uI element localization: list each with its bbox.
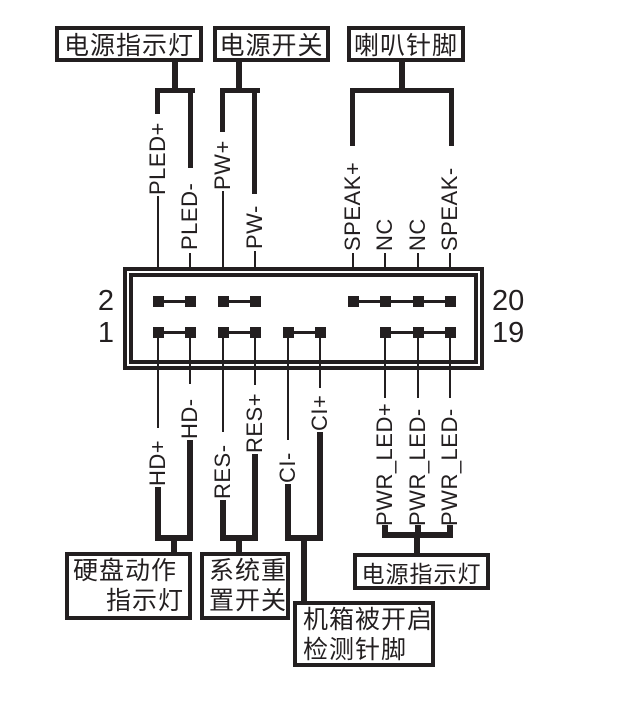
bracket-chassis-horizontal [285, 535, 323, 541]
bottom-box-reset-switch-line1: 系统重 [209, 557, 288, 585]
pin-label-pled-minus: PLED- [177, 182, 202, 250]
bracket-reset-stub [236, 539, 242, 553]
bottom-box-chassis-intrusion: 机箱被开启 检测针脚 [293, 601, 435, 667]
wire-pwrled-plus [384, 332, 386, 398]
row-number-top-left: 2 [97, 285, 114, 317]
top-box-power-switch: 电源开关 [213, 26, 330, 62]
pin-label-pwrled-plus: PWR_LED+ [372, 402, 397, 526]
pin-link-hd [158, 331, 190, 334]
top-box-power-led: 电源指示灯 [55, 26, 203, 62]
bottom-box-reset-switch-line2: 置开关 [209, 587, 288, 615]
wire-res-minus [222, 332, 224, 432]
pin-link-pw [223, 300, 255, 303]
pin-square-pw-minus [250, 296, 261, 307]
wire-thick-res-plus [252, 454, 258, 541]
wire-speaker-stub [399, 62, 405, 90]
bracket-chassis-stub [301, 539, 307, 602]
bottom-box-power-led: 电源指示灯 [353, 553, 490, 590]
bracket-reset-horizontal [220, 535, 258, 541]
pin-link-ci [288, 331, 320, 334]
header-block-inner-outline [129, 273, 478, 364]
wire-hd-minus [189, 332, 191, 384]
wire-thick-hd-minus [187, 440, 193, 541]
pin-label-ci-plus: CI+ [307, 394, 332, 431]
wire-res-plus [254, 332, 256, 385]
bracket-pwrled-horizontal [382, 532, 453, 538]
pin-square-speak-minus [445, 296, 456, 307]
pin-label-res-plus: RES+ [242, 392, 267, 453]
bottom-box-hdd-led-line2: 指示灯 [105, 587, 184, 615]
row-number-bottom-right: 19 [492, 317, 525, 349]
bracket-power-led-left-leg [155, 88, 160, 114]
pin-label-speak-minus: SPEAK- [437, 167, 462, 251]
bracket-speaker-right-leg [449, 88, 454, 146]
bottom-box-chassis-intrusion-line2: 检测针脚 [303, 636, 408, 664]
pin-label-nc-2: NC [405, 218, 430, 251]
bracket-hdd-stub [171, 539, 177, 553]
bracket-speaker-left-leg [350, 88, 355, 146]
row-number-bottom-left: 1 [97, 317, 114, 349]
pin-label-speak-plus: SPEAK+ [340, 161, 365, 251]
bottom-box-hdd-led-line1: 硬盘动作 [73, 557, 178, 585]
bracket-pwrled-stub [414, 536, 420, 554]
bottom-box-chassis-intrusion-line1: 机箱被开启 [303, 606, 434, 634]
pin-label-pwrled-minus-1: PWR_LED- [405, 408, 430, 526]
top-box-power-led-label: 电源指示灯 [63, 32, 194, 60]
pin-label-hd-plus: HD+ [145, 439, 170, 486]
wire-thick-pwrled-plus [382, 525, 388, 538]
wire-thick-ci-plus [317, 432, 323, 541]
top-box-power-switch-label: 电源开关 [219, 32, 324, 60]
wire-pwrled-minus-1 [417, 332, 419, 398]
row-number-top-right: 20 [492, 285, 525, 317]
bracket-power-switch-left-leg [220, 88, 225, 132]
wire-hd-plus [157, 332, 159, 428]
pin-label-pw-plus: PW+ [210, 140, 235, 190]
wire-pw-plus [222, 191, 224, 301]
pin-label-pled-plus: PLED+ [145, 122, 170, 195]
wire-power-led-stub [172, 62, 178, 90]
wire-pwrled-minus-2 [449, 332, 451, 398]
wire-pled-plus [157, 196, 159, 301]
pin-square-pled-minus [185, 296, 196, 307]
bracket-power-switch-horizontal [220, 88, 260, 93]
wire-thick-pwrled-minus-1 [415, 525, 421, 538]
wire-thick-ci-minus [285, 484, 291, 541]
top-box-speaker: 喇叭针脚 [347, 26, 465, 62]
bottom-box-hdd-led: 硬盘动作 指示灯 [65, 552, 192, 620]
pin-label-hd-minus: HD- [177, 398, 202, 439]
pin-label-res-minus: RES- [210, 444, 235, 499]
top-box-speaker-label: 喇叭针脚 [353, 32, 458, 60]
wire-ci-plus [319, 332, 321, 388]
pin-link-speaker [353, 300, 450, 303]
pin-link-res [223, 331, 255, 334]
pin-label-nc-1: NC [372, 218, 397, 251]
wire-thick-hd-plus [155, 487, 161, 541]
pin-label-pwrled-minus-2: PWR_LED- [437, 408, 462, 526]
bottom-box-power-led-label: 电源指示灯 [361, 560, 482, 587]
pin-link-pled [158, 300, 190, 303]
wire-thick-pwrled-minus-2 [447, 525, 453, 538]
bracket-power-led-horizontal [155, 88, 195, 93]
bracket-power-switch-right-leg [252, 88, 257, 194]
wire-ci-minus [287, 332, 289, 440]
wire-power-switch-stub [236, 62, 242, 90]
pin-label-pw-minus: PW- [242, 205, 267, 249]
bottom-box-reset-switch: 系统重 置开关 [200, 552, 290, 620]
bracket-power-led-right-leg [188, 88, 193, 168]
pin-label-ci-minus: CI- [275, 452, 300, 483]
bracket-speaker-horizontal [350, 88, 454, 93]
wire-thick-res-minus [220, 500, 226, 541]
header-block-outline [123, 267, 484, 370]
bracket-hdd-horizontal [155, 535, 193, 541]
